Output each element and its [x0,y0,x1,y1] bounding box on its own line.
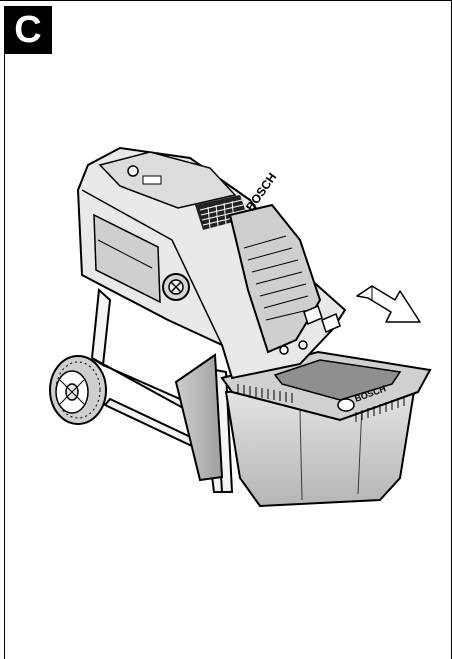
wheel-icon [49,355,107,425]
figure-label: C [4,6,52,54]
shredder-housing: BOSCH [76,146,347,380]
collection-box: BOSCH [174,350,432,508]
adjustment-knob [162,273,190,301]
top-border [0,0,452,1]
arrow-right-down-icon [356,285,421,323]
left-margin-rule [4,54,5,659]
